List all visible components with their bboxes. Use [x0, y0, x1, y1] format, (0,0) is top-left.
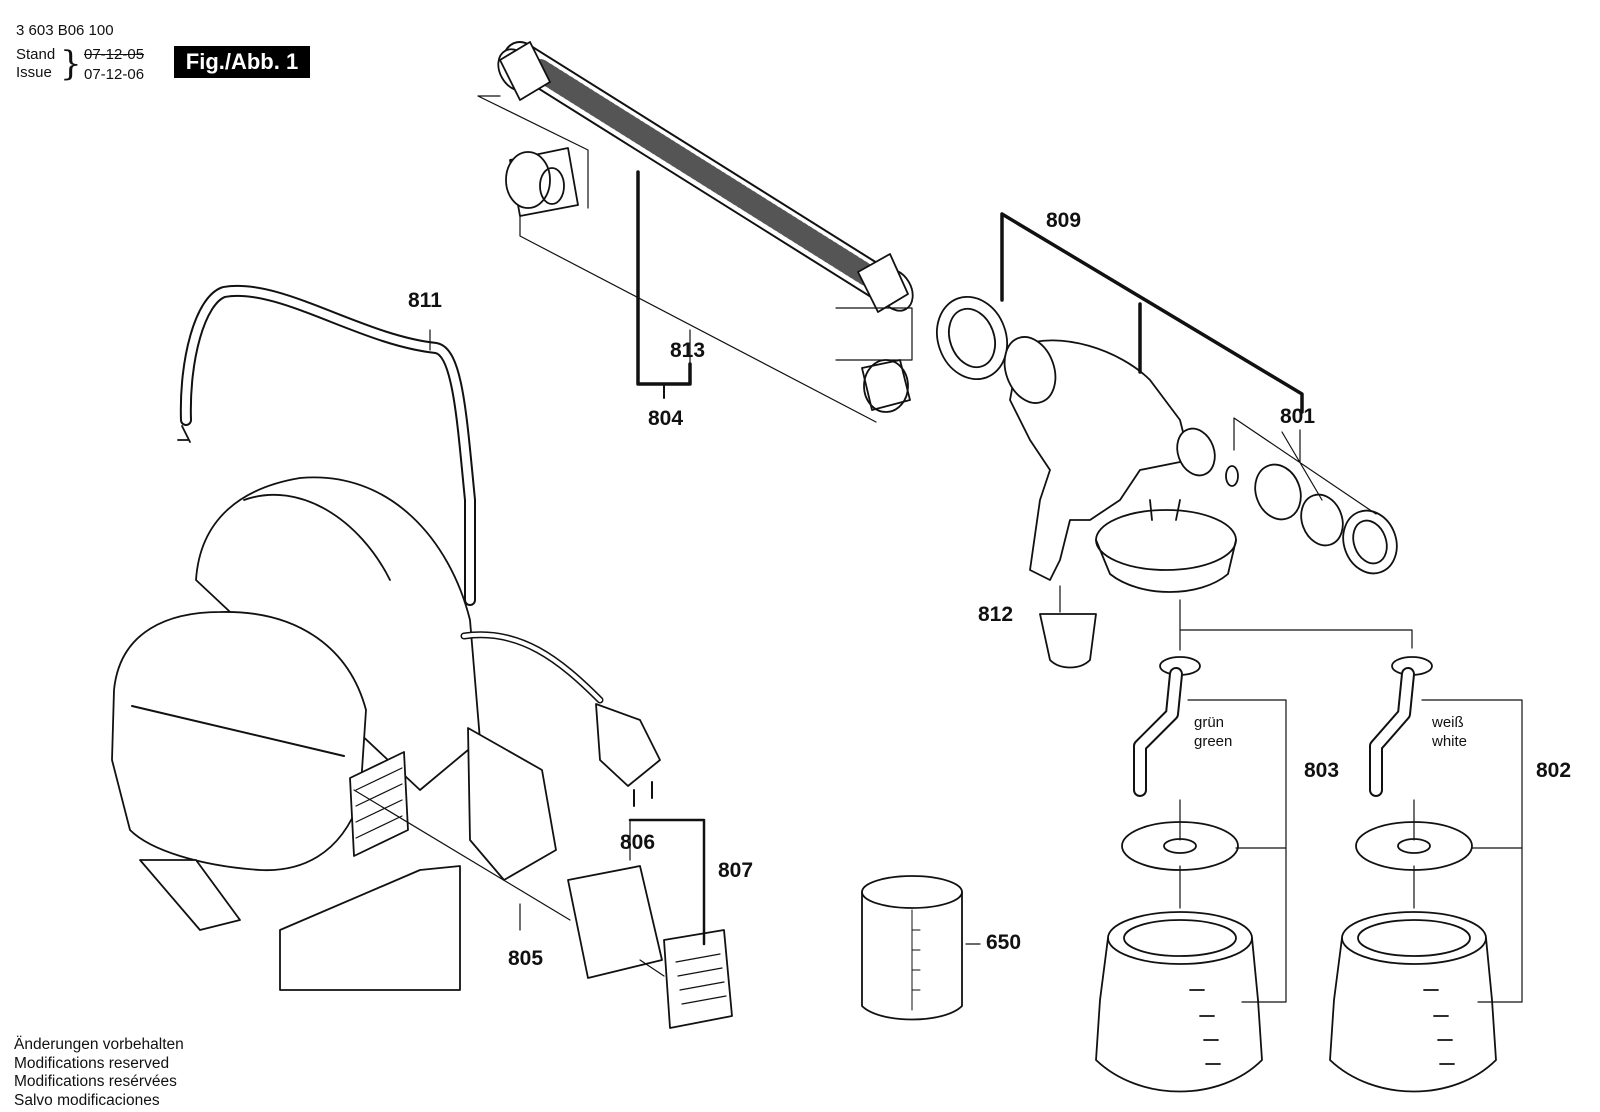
spray-gun: [936, 295, 1237, 669]
document-number: 3 603 B06 100: [16, 22, 114, 39]
hose-assembly: [497, 41, 914, 313]
adapter-sleeve-lower: [835, 307, 913, 413]
footnote-line: Modifications resérvées: [14, 1073, 177, 1090]
note-white-en: white: [1432, 733, 1468, 750]
filter-set: [567, 818, 733, 1029]
callout-806: 806: [620, 831, 656, 854]
current-date: 07-12-06: [84, 66, 145, 83]
callout-813: 813: [670, 339, 706, 362]
stand-label: Stand: [16, 46, 56, 63]
footnotes: Änderungen vorbehalten Modifications res…: [14, 1036, 184, 1110]
brace-glyph: }: [60, 44, 82, 84]
callout-801: 801: [1280, 405, 1316, 428]
footnote-line: Salvo modificaciones: [14, 1091, 160, 1109]
note-green-de: grün: [1194, 714, 1225, 731]
callout-811: 811: [408, 289, 442, 312]
superseded-date: 07-12-05: [84, 46, 145, 63]
callout-804: 804: [648, 407, 684, 430]
callout-805: 805: [508, 947, 544, 970]
container-set-green: [1095, 656, 1287, 1093]
footnote-line: Änderungen vorbehalten: [14, 1036, 184, 1053]
note-green-en: green: [1194, 733, 1233, 750]
callout-807: 807: [718, 859, 754, 882]
callout-650: 650: [986, 931, 1022, 954]
issue-label: Issue: [16, 64, 52, 81]
callout-802: 802: [1536, 759, 1572, 782]
nozzle-parts: [1225, 463, 1398, 575]
callout-812: 812: [978, 603, 1014, 626]
figure-tag: Fig./Abb. 1: [174, 46, 310, 78]
container-set-white: [1329, 656, 1523, 1093]
note-white-de: weiß: [1432, 714, 1464, 731]
measuring-cup: [861, 875, 981, 1021]
callout-803: 803: [1304, 759, 1340, 782]
base-unit: [111, 284, 661, 991]
adapter-sleeve-upper: [505, 147, 579, 217]
callout-809: 809: [1046, 209, 1082, 232]
footnote-line: Modifications reserved: [14, 1054, 170, 1072]
